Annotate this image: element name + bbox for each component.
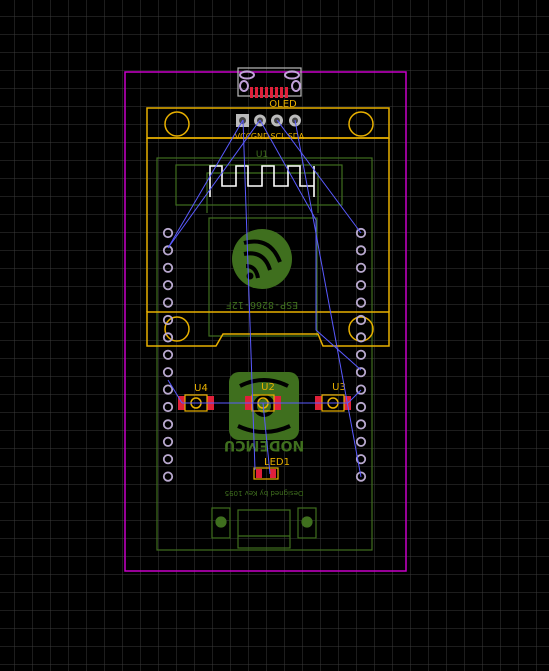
left-header-pin-10	[162, 384, 174, 395]
right-header-pin-9	[355, 367, 367, 378]
left-header-pin-6	[162, 314, 174, 326]
u3-ref-label: U3	[332, 382, 346, 393]
right-header-pin-4	[355, 280, 367, 291]
right-header-pin-2	[355, 245, 367, 256]
oled-pin-gnd-label: GND	[251, 132, 269, 141]
left-header-pin-9	[162, 367, 174, 378]
bottom-footprints	[211, 507, 317, 549]
right-header-pin-5	[355, 297, 367, 308]
left-header-pin-11	[162, 401, 174, 413]
board-outline[interactable]	[124, 71, 407, 572]
nodemcu-text: NODEMCU	[224, 437, 304, 453]
header-pins-right	[355, 227, 367, 482]
espressif-logo-icon	[232, 229, 292, 289]
left-header-pin-8	[162, 349, 174, 360]
left-header-pin-13	[162, 436, 174, 447]
component-led1[interactable]	[253, 467, 279, 480]
left-header-pin-4	[162, 280, 174, 291]
designer-credit-text: Designed by Kev 1095	[225, 489, 304, 497]
right-header-pin-3	[355, 262, 367, 273]
right-header-pin-13	[355, 436, 367, 447]
left-header-pin-7	[162, 332, 174, 343]
left-header-pin-3	[162, 262, 174, 273]
right-header-pin-1	[355, 227, 367, 239]
module-name-text: ESP-8266-12F	[226, 299, 298, 310]
left-header-pin-2	[162, 245, 174, 256]
u2-ref-label: U2	[261, 382, 275, 393]
right-header-pin-12	[355, 419, 367, 430]
oled-pin-sda-label: SDA	[288, 132, 305, 141]
right-header-pin-14	[355, 454, 367, 465]
oled-pin-scl-label: SCL	[270, 132, 286, 141]
oled-footprint[interactable]	[146, 107, 390, 347]
header-pins-left	[162, 227, 174, 482]
u1-ref-label: U1	[256, 150, 268, 160]
right-header-pin-8	[355, 349, 367, 360]
left-header-pin-5	[162, 297, 174, 308]
u4-ref-label: U4	[194, 383, 208, 394]
oled-ref-label: OLED	[269, 99, 297, 110]
right-header-pin-7	[355, 332, 367, 343]
right-header-pin-10	[355, 384, 367, 395]
right-header-pin-11	[355, 401, 367, 413]
led1-ref-label: LED1	[264, 457, 290, 468]
left-header-pin-1	[162, 227, 174, 239]
right-header-pin-15	[355, 471, 367, 482]
left-header-pin-15	[162, 471, 174, 482]
usb-connector-icon[interactable]	[237, 67, 302, 98]
antenna-trace	[209, 165, 315, 197]
ratsnest-lines	[167, 119, 362, 478]
right-header-pin-6	[355, 314, 367, 326]
left-header-pin-14	[162, 454, 174, 465]
left-header-pin-12	[162, 419, 174, 430]
